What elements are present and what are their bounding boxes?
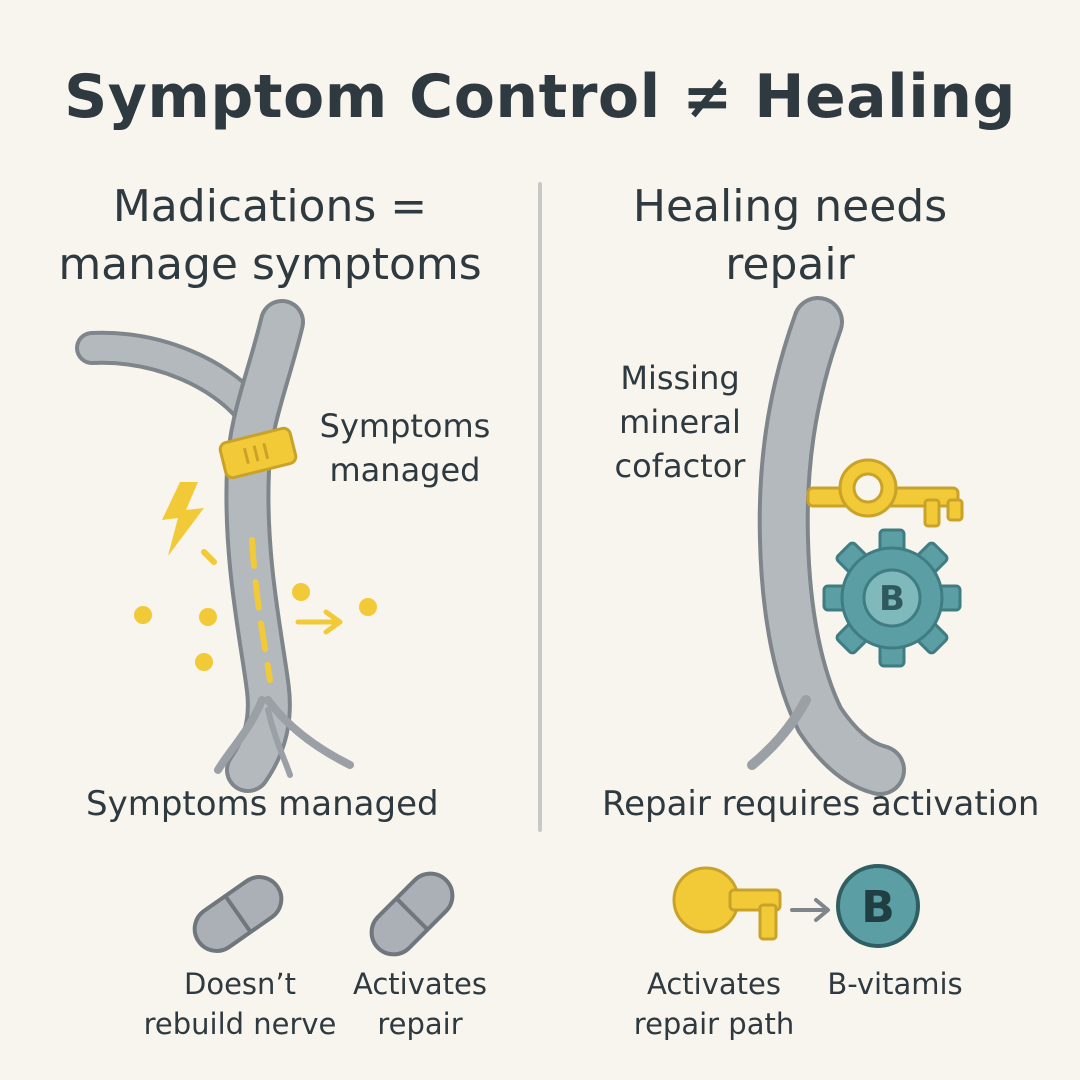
pain-dot	[359, 598, 377, 616]
right-item-2-label: B-vitamis	[810, 964, 980, 1004]
right-item-1-line1: Activates	[647, 967, 781, 1001]
pain-dot	[199, 608, 217, 626]
left-nerve-illustration	[75, 299, 377, 793]
right-nerve-label: Missing mineral cofactor	[580, 356, 780, 488]
pain-dot	[195, 653, 213, 671]
right-item-1-line2: repair path	[633, 1007, 795, 1041]
left-caption: Symptoms managed	[86, 784, 439, 824]
left-item-1-label: Doesn’t rebuild nerve	[130, 964, 350, 1044]
lightning-icon	[162, 482, 204, 556]
gear-icon: B	[822, 528, 962, 668]
right-nerve-illustration: B	[747, 296, 964, 796]
right-item-2-line1: B-vitamis	[827, 967, 963, 1001]
pain-dot	[134, 606, 152, 624]
right-heading-line2: repair	[725, 239, 855, 290]
page-title: Symptom Control ≠ Healing	[64, 62, 1016, 132]
left-heading-line2: manage symptoms	[58, 239, 482, 290]
bandage-icon	[218, 426, 298, 480]
key-icon	[806, 458, 964, 528]
left-nerve-label: Symptoms managed	[300, 404, 510, 492]
left-item-2-line1: Activates	[353, 967, 487, 1001]
left-item-2-label: Activates repair	[330, 964, 510, 1044]
gear-letter: B	[879, 579, 905, 619]
b-vitamin-icon: B	[836, 864, 920, 948]
right-nerve-label-line1: Missing	[620, 359, 740, 397]
arrow-right-icon	[790, 898, 830, 922]
key-icon	[672, 866, 782, 941]
left-nerve-label-line2: managed	[329, 451, 481, 489]
right-heading-line1: Healing needs	[632, 181, 948, 232]
nerve-signal-dashes	[249, 537, 273, 683]
left-item-1-line2: rebuild nerve	[143, 1007, 337, 1041]
left-heading: Madications = manage symptoms	[40, 178, 500, 294]
right-nerve-label-line3: cofactor	[614, 447, 746, 485]
right-caption: Repair requires activation	[602, 784, 1040, 824]
pain-dot	[292, 583, 310, 601]
column-divider	[538, 182, 542, 832]
b-badge-letter: B	[861, 882, 895, 933]
left-item-1-line1: Doesn’t	[184, 967, 296, 1001]
right-nerve-label-line2: mineral	[619, 403, 741, 441]
right-heading: Healing needs repair	[560, 178, 1020, 294]
left-nerve-label-line1: Symptoms	[319, 407, 491, 445]
arrow-right-icon	[295, 609, 343, 635]
pill-icon	[192, 875, 284, 953]
left-item-2-line2: repair	[377, 1007, 463, 1041]
right-item-1-label: Activates repair path	[614, 964, 814, 1044]
left-heading-line1: Madications =	[112, 181, 428, 232]
pill-icon	[369, 871, 455, 957]
